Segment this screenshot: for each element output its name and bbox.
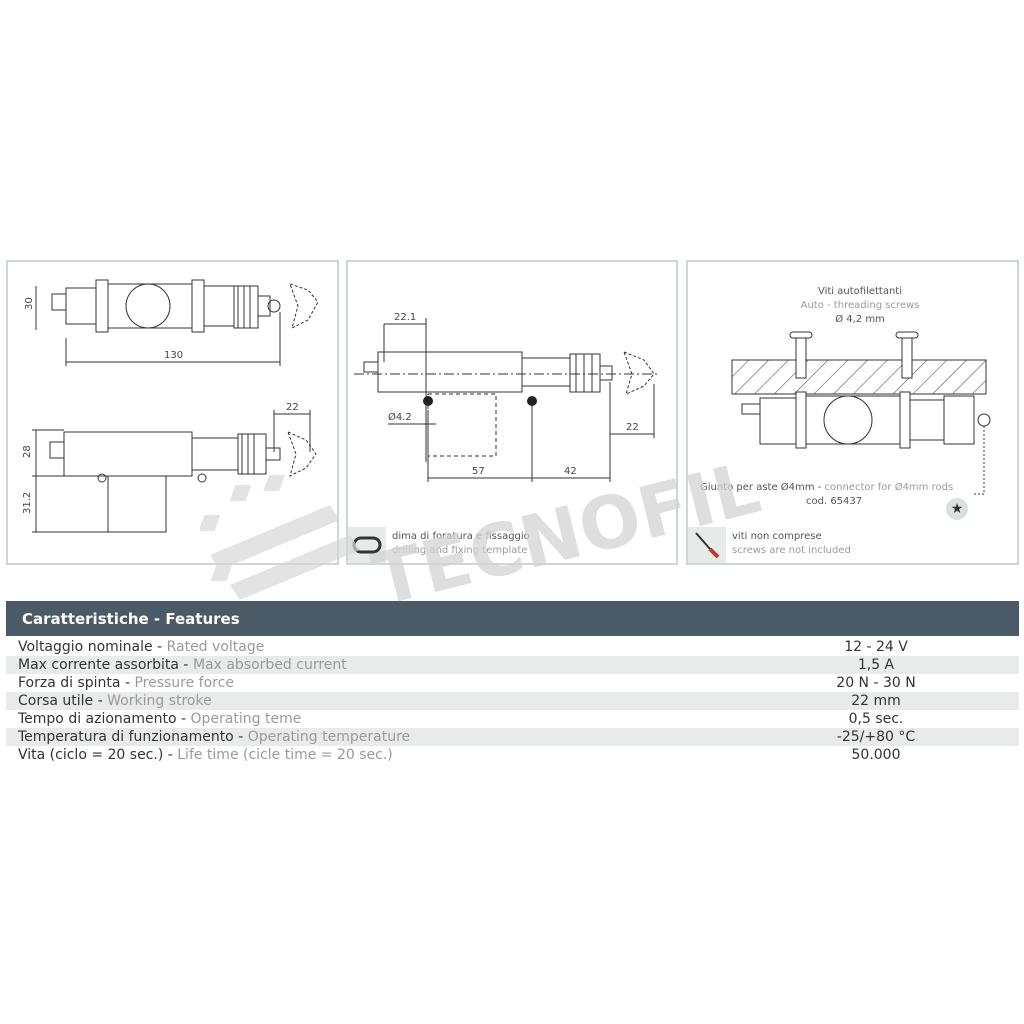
connector-label-en: connector for Ø4mm rods [824, 482, 954, 493]
feature-row: Vita (ciclo = 20 sec.) - Life time (cicl… [6, 746, 1019, 764]
feature-value: 20 N - 30 N [836, 675, 916, 691]
template-outline-icon [348, 527, 386, 563]
feature-value: 0,5 sec. [848, 711, 904, 727]
screws-label-it: Viti autofilettanti [817, 286, 903, 297]
features-header: Caratteristiche - Features [6, 601, 1019, 636]
connector-label-it: Giunto per aste Ø4mm - [700, 482, 822, 493]
side-view-panel: 30 130 22 28 31.2 [6, 260, 339, 565]
dim-22: 22 [626, 422, 639, 433]
feature-row: Forza di spinta - Pressure force 20 N - … [6, 674, 1019, 692]
feature-value: 22 mm [851, 693, 901, 709]
feature-value: 12 - 24 V [844, 639, 908, 655]
feature-label: Temperatura di funzionamento - Operating… [18, 729, 411, 745]
feature-row: Max corrente assorbita - Max absorbed cu… [6, 656, 1019, 674]
feature-label: Vita (ciclo = 20 sec.) - Life time (cicl… [18, 747, 393, 763]
connector-code: cod. 65437 [806, 496, 863, 507]
dim-22-1: 22.1 [394, 312, 416, 323]
feature-row: Voltaggio nominale - Rated voltage 12 - … [6, 638, 1019, 656]
connector-label: Giunto per aste Ø4mm - connector for Ø4m… [700, 482, 953, 493]
feature-label: Tempo di azionamento - Operating teme [18, 711, 302, 727]
screws-label-en: Auto - threading screws [800, 300, 920, 311]
feature-label: Max corrente assorbita - Max absorbed cu… [18, 657, 347, 673]
screws-note-en: screws are not included [732, 545, 851, 556]
template-caption-en: drilling and fixing template [392, 545, 528, 556]
dim-42: 42 [564, 466, 577, 477]
feature-label: Forza di spinta - Pressure force [18, 675, 234, 691]
feature-label: Voltaggio nominale - Rated voltage [18, 639, 265, 655]
features-table: Voltaggio nominale - Rated voltage 12 - … [6, 638, 1019, 764]
screwdriver-icon [688, 527, 726, 563]
screws-size: Ø 4,2 mm [835, 314, 885, 325]
feature-value: 50.000 [851, 747, 901, 763]
feature-row: Corsa utile - Working stroke 22 mm [6, 692, 1019, 710]
feature-row: Tempo di azionamento - Operating teme 0,… [6, 710, 1019, 728]
feature-value: -25/+80 °C [836, 729, 916, 745]
actuator-body-end [65, 287, 97, 325]
dim-28: 28 [22, 445, 33, 458]
drilling-template-drawing: 22.1 Ø4.2 57 42 22 [354, 312, 658, 482]
dim-57: 57 [472, 466, 485, 477]
dim-30: 30 [24, 297, 35, 310]
dim-22: 22 [286, 402, 299, 413]
template-panel: 22.1 Ø4.2 57 42 22 [346, 260, 678, 565]
screws-note-it: viti non comprese [732, 531, 822, 542]
feature-label: Corsa utile - Working stroke [18, 693, 212, 709]
dim-d4-2: Ø4.2 [388, 411, 412, 423]
feature-row: Temperatura di funzionamento - Operating… [6, 728, 1019, 746]
actuator-dimension-drawing: 30 130 22 28 31.2 [22, 279, 319, 533]
dim-31-2: 31.2 [22, 492, 33, 514]
dim-130: 130 [164, 350, 183, 361]
star-icon: ★ [946, 498, 968, 520]
template-caption-it: dima di foratura e fissaggio [392, 531, 530, 542]
feature-value: 1,5 A [857, 657, 895, 673]
mounting-drawing [731, 331, 991, 495]
